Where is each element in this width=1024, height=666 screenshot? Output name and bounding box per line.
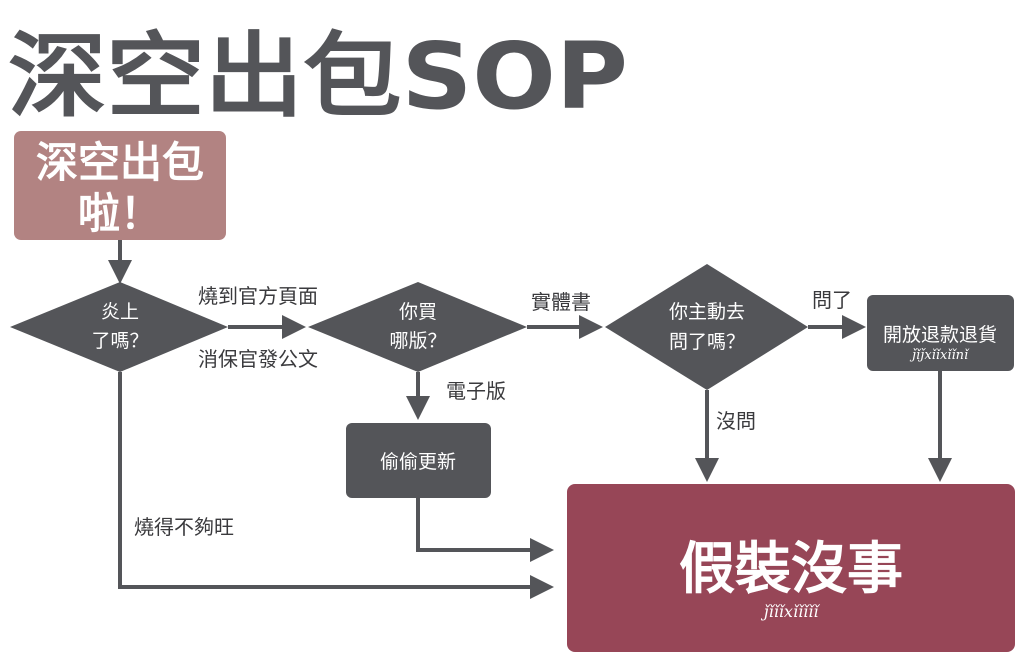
node-flamed: 炎上 了嗎？ (10, 282, 228, 372)
node-start-line2: 啦！ (78, 189, 162, 238)
node-start: 深空出包 啦！ (14, 131, 226, 240)
edge-label-asked: 問了 (812, 288, 852, 312)
node-asked-line1: 你主動去 (669, 301, 745, 323)
node-update-box (346, 423, 491, 498)
node-refund-label: 開放退款退貨 (883, 324, 997, 346)
node-refund-box (867, 295, 1014, 371)
node-version: 你買 哪版？ (308, 282, 527, 372)
edge-label-physical-book: 實體書 (531, 290, 591, 314)
edge-label-not-hot-enough: 燒得不夠旺 (134, 515, 234, 539)
edge-labels: 燒到官方頁面 消保官發公文 實體書 電子版 問了 沒問 燒得不夠旺 (134, 284, 852, 539)
node-flamed-line1: 炎上 (101, 301, 139, 323)
node-start-line1: 深空出包 (36, 138, 204, 187)
edge-label-official-page: 燒到官方頁面 (198, 284, 318, 308)
edge-label-consumer-protection: 消保官發公文 (198, 347, 318, 371)
node-asked-line2: 問了嗎？ (669, 331, 745, 353)
node-pretend-label: 假裝沒事 (679, 537, 903, 602)
edge-flamed-to-pretend (118, 372, 554, 599)
edge-label-not-asked: 沒問 (716, 409, 756, 433)
node-asked-diamond (605, 264, 808, 390)
node-flamed-diamond (10, 282, 228, 372)
node-flamed-line2: 了嗎？ (91, 330, 148, 352)
node-refund-script: ǰǐǰxǐǐxǐǐnǐ (909, 348, 970, 363)
node-update: 偷偷更新 (346, 423, 491, 498)
node-version-line2: 哪版？ (389, 330, 446, 352)
node-version-line1: 你買 (399, 301, 437, 323)
node-pretend: 假裝沒事 ǰǐǐǐxǐǐǐǐǐ (567, 484, 1015, 652)
node-version-diamond (308, 282, 527, 372)
diagram-title: 深空出包SOP (8, 23, 628, 130)
node-pretend-script: ǰǐǐǐxǐǐǐǐǐ (760, 602, 820, 621)
node-asked: 你主動去 問了嗎？ (605, 264, 808, 390)
node-pretend-box (567, 484, 1015, 652)
edge-update-to-pretend (416, 498, 554, 562)
connectors (108, 240, 952, 599)
node-start-box (14, 131, 226, 240)
node-update-label: 偷偷更新 (380, 451, 456, 473)
node-refund: 開放退款退貨 ǰǐǰxǐǐxǐǐnǐ (867, 295, 1014, 371)
edge-label-ebook: 電子版 (446, 379, 506, 403)
